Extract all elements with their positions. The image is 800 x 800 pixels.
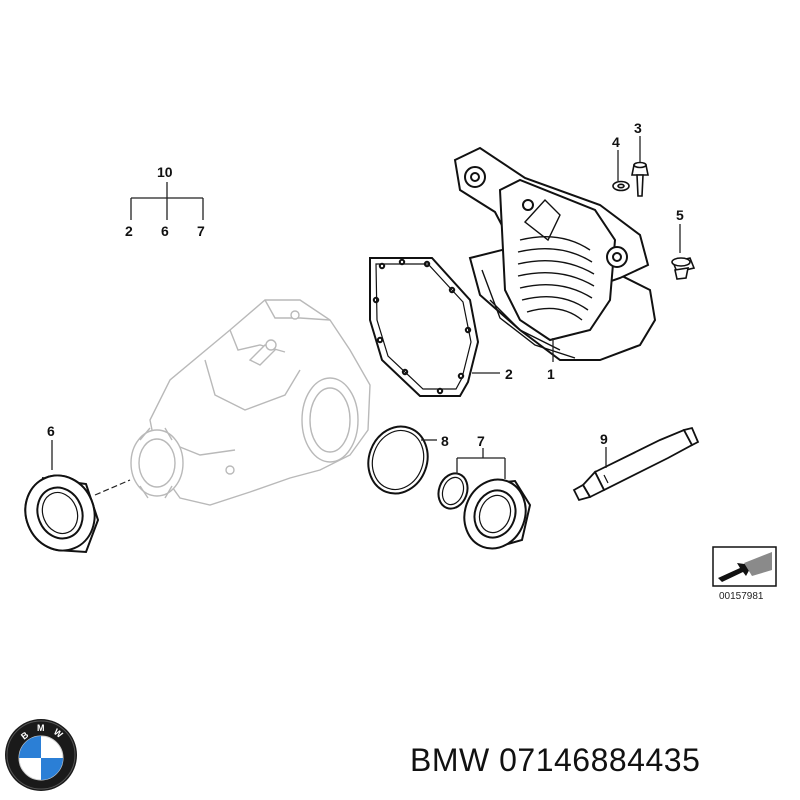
callout-10: 10 [157,164,173,180]
seal-ring-6 [24,474,100,554]
callout-6: 6 [47,423,55,439]
sealant-tube-9 [572,426,700,502]
callout-group-6: 6 [161,223,169,239]
washer-4 [612,180,630,192]
callout-3: 3 [634,120,642,136]
part-caption: BMW 07146884435 [410,742,700,779]
differential-cover-1 [453,146,657,361]
brand-name: BMW [410,742,490,778]
alignment-line-6 [94,479,131,496]
logo-letter-m: M [37,723,45,733]
group-legend [130,182,204,220]
reference-icon [712,546,777,587]
callout-5: 5 [676,207,684,223]
plug-5 [671,257,696,280]
part-number: 07146884435 [499,742,701,778]
callout-9: 9 [600,431,608,447]
callout-group-7: 7 [197,223,205,239]
callout-group-2: 2 [125,223,133,239]
seal-ring-7 [437,472,532,550]
callout-4: 4 [612,134,620,150]
o-ring-8 [367,425,429,495]
callout-7: 7 [477,433,485,449]
bmw-logo: B M W [5,719,77,791]
leader-7 [456,448,506,479]
callout-2: 2 [505,366,513,382]
callout-1: 1 [547,366,555,382]
logo-letter-b: B [19,729,31,741]
reference-code: 00157981 [719,591,764,602]
bolt-3 [631,161,649,197]
callout-8: 8 [441,433,449,449]
differential-housing [130,299,371,506]
gasket-2 [369,257,480,397]
